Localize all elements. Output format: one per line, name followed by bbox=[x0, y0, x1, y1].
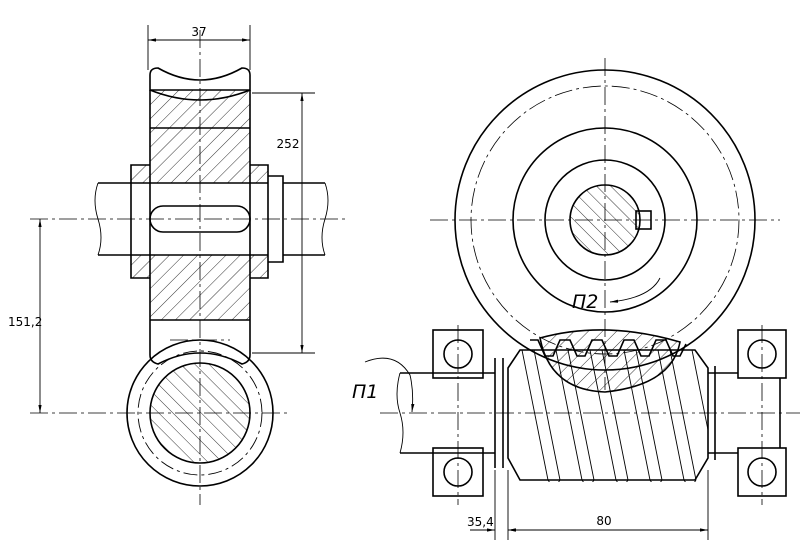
svg-text:151,2: 151,2 bbox=[8, 315, 42, 329]
svg-text:252: 252 bbox=[277, 137, 300, 151]
wheel-section-view bbox=[30, 30, 345, 505]
svg-text:35,4: 35,4 bbox=[467, 515, 494, 529]
dimension-worm-offset: 35,4 bbox=[467, 470, 525, 540]
shaft-1-label: П1 bbox=[352, 381, 378, 403]
worm-assembly bbox=[364, 325, 800, 505]
dimension-wheel-width: 37 bbox=[147, 25, 251, 70]
dimension-worm-length: 80 bbox=[508, 470, 709, 540]
dimension-center-distance: 151,2 bbox=[8, 219, 42, 413]
svg-text:37: 37 bbox=[191, 25, 206, 39]
svg-text:80: 80 bbox=[596, 514, 611, 528]
shaft-2-label: П2 bbox=[572, 291, 598, 313]
dimension-wheel-diameter: 252 bbox=[252, 92, 315, 354]
